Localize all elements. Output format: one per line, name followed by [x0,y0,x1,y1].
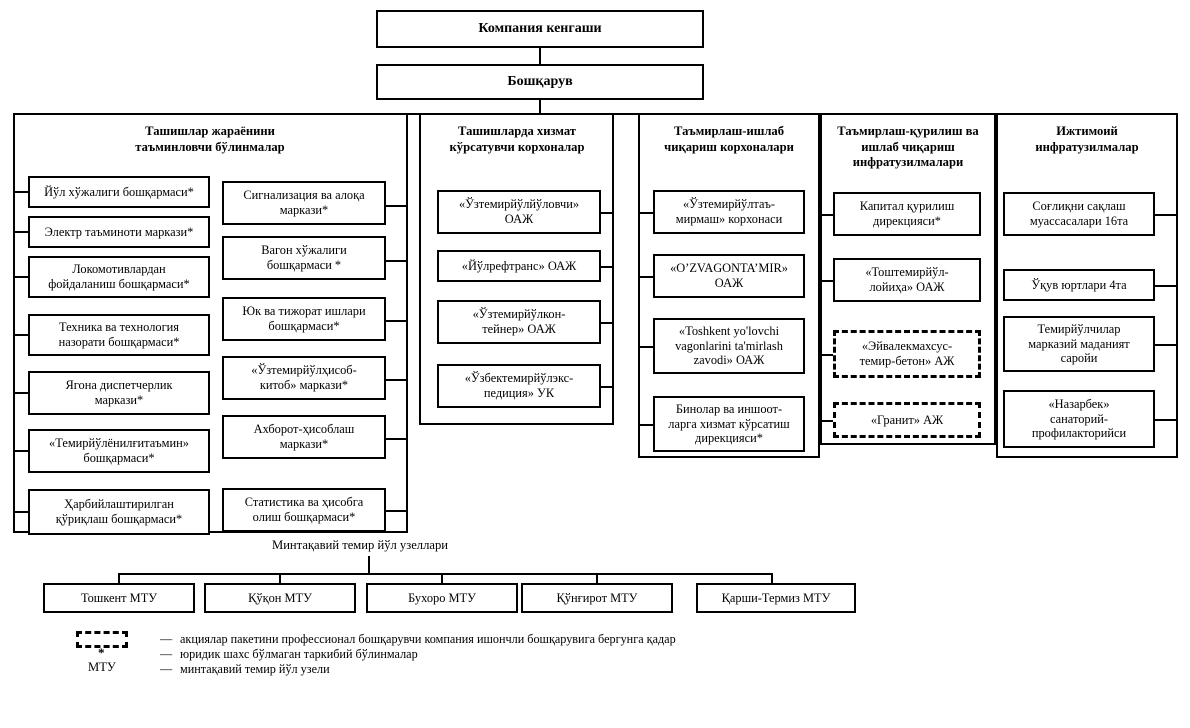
box-col2-2[interactable]: «Йўлрефтранс» ОАЖ [437,250,601,282]
connector-council-to-board [539,48,541,64]
stub-col2-1 [601,212,613,214]
stub-col4-2 [822,280,834,282]
legend-dashed-swatch [76,631,128,648]
stub-col2-4 [601,386,613,388]
stub-col1-right-2 [386,260,407,262]
box-mtu-5[interactable]: Қарши-Термиз МТУ [696,583,856,613]
stub-col3-2 [640,276,654,278]
stub-col5-1 [1155,214,1177,216]
stub-col1-right-1 [386,205,407,207]
box-mtu-3[interactable]: Бухоро МТУ [366,583,518,613]
stub-col1-right-5 [386,438,407,440]
col-header-repair-production: Таъмирлаш-ишлаб чиқариш корхоналари [664,124,794,154]
connector-regional-drop-5 [771,573,773,585]
col-header-repair-construction: Таъмирлаш-қурилиш ва ишлаб чиқариш инфра… [837,124,979,170]
stub-col1-right-4 [386,379,407,381]
box-col4-4-dashed[interactable]: «Гранит» АЖ [833,402,981,438]
box-col5-3[interactable]: Темирйўлчилар марказий маданият саройи [1003,316,1155,372]
box-col4-1[interactable]: Капитал қурилиш дирекцияси* [833,192,981,236]
box-col5-4[interactable]: «Назарбек» санаторий- профилакторийси [1003,390,1155,448]
legend-entry-2: юридик шахс бўлмаган таркибий бўлинмалар [180,647,418,661]
box-col1-right-6[interactable]: Статистика ва ҳисобга олиш бошқармаси* [222,488,386,532]
legend-rule-2: — [160,647,173,661]
box-col1-right-5[interactable]: Ахборот-ҳисоблаш маркази* [222,415,386,459]
box-col4-3-dashed[interactable]: «Эйвалекмахсус- темир-бетон» АЖ [833,330,981,378]
box-col1-left-5[interactable]: Ягона диспетчерлик маркази* [28,371,210,415]
legend-entry-3: минтақавий темир йўл узели [180,662,330,676]
box-col3-1[interactable]: «Ўзтемирйўлтаъ- мирмаш» корхонаси [653,190,805,234]
box-col2-3[interactable]: «Ўзтемирйўлкон- тейнер» ОАЖ [437,300,601,344]
box-mtu-1[interactable]: Тошкент МТУ [43,583,195,613]
stub-col1-left-2 [15,231,29,233]
stub-col1-left-1 [15,191,29,193]
stub-col5-4 [1155,419,1177,421]
box-col1-left-4[interactable]: Техника ва технология назорати бошқармас… [28,314,210,356]
box-col1-right-4[interactable]: «Ўзтемирйўлҳисоб- китоб» маркази* [222,356,386,400]
box-board[interactable]: Бошқарув [376,64,704,100]
stub-col4-3 [822,354,834,356]
stub-col3-1 [640,212,654,214]
stub-col3-4 [640,424,654,426]
box-col3-2[interactable]: «O’ZVAGONTA’MIR» ОАЖ [653,254,805,298]
connector-board-down [539,100,541,114]
stub-col1-left-4 [15,334,29,336]
stub-col5-3 [1155,344,1177,346]
stub-col4-1 [822,214,834,216]
stub-col1-left-3 [15,276,29,278]
box-col4-2[interactable]: «Тоштемирйўл- лойиҳа» ОАЖ [833,258,981,302]
box-col2-1[interactable]: «Ўзтемирйўлйўловчи» ОАЖ [437,190,601,234]
stub-col1-right-3 [386,320,407,322]
legend-star-marker: * [98,645,105,660]
legend-rule-1: — [160,632,173,646]
legend-mtu-marker: МТУ [88,660,116,674]
box-col1-left-3[interactable]: Локомотивлардан фойдаланиш бошқармаси* [28,256,210,298]
connector-regional-drop-3 [441,573,443,585]
box-mtu-4[interactable]: Қўнғирот МТУ [521,583,673,613]
box-col1-right-2[interactable]: Вагон хўжалиги бошқармаси * [222,236,386,280]
stub-col1-right-6 [386,510,407,512]
box-col5-1[interactable]: Соғлиқни сақлаш муассасалари 16та [1003,192,1155,236]
legend-entry-1: акциялар пакетини профессионал бошқарувч… [180,632,676,646]
connector-regional-drop-2 [279,573,281,585]
box-col3-4[interactable]: Бинолар ва иншоот- ларга хизмат кўрсатиш… [653,396,805,452]
box-col1-left-2[interactable]: Электр таъминоти маркази* [28,216,210,248]
connector-regional-drop-4 [596,573,598,585]
connector-distribution-bar [14,113,1178,115]
box-col1-left-6[interactable]: «Темирйўлёнилғитаъмин» бошқармаси* [28,429,210,473]
connector-regional-down [368,556,370,574]
box-col1-right-3[interactable]: Юк ва тижорат ишлари бошқармаси* [222,297,386,341]
stub-col2-3 [601,322,613,324]
box-col2-4[interactable]: «Ўзбектемирйўлэкс- педиция» УК [437,364,601,408]
stub-col4-4 [822,420,834,422]
legend-rule-3: — [160,662,173,676]
stub-col1-left-5 [15,392,29,394]
box-col5-2[interactable]: Ўқув юртлари 4та [1003,269,1155,301]
stub-col5-2 [1155,285,1177,287]
col-header-transport-support: Ташишлар жараёнини таъминловчи бўлинмала… [135,124,285,154]
box-mtu-2[interactable]: Қўқон МТУ [204,583,356,613]
col-header-transport-service: Ташишларда хизмат кўрсатувчи корхоналар [449,124,585,154]
stub-col1-left-7 [15,511,29,513]
connector-regional-drop-1 [118,573,120,585]
box-col1-right-1[interactable]: Сигнализация ва алоқа маркази* [222,181,386,225]
box-col3-3[interactable]: «Toshkent yo'lovchi vagonlarini ta'mirla… [653,318,805,374]
box-col1-left-7[interactable]: Ҳарбийлаштирилган қўриқлаш бошқармаси* [28,489,210,535]
stub-col3-3 [640,346,654,348]
col-header-social-infrastructure: Ижтимоий инфратузилмалар [1035,124,1139,154]
box-col1-left-1[interactable]: Йўл хўжалиги бошқармаси* [28,176,210,208]
regional-caption: Минтақавий темир йўл узеллари [272,538,448,552]
connector-regional-bar [118,573,772,575]
box-company-council[interactable]: Компания кенгаши [376,10,704,48]
stub-col1-left-6 [15,450,29,452]
stub-col2-2 [601,266,613,268]
